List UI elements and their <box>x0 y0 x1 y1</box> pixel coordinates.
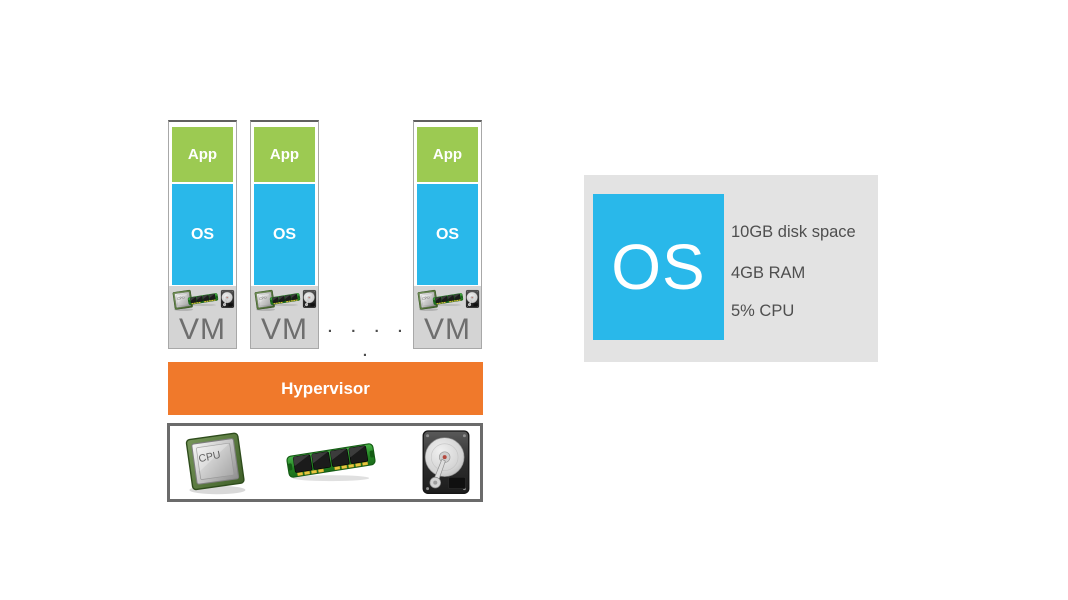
vm-hardware-icons <box>416 287 480 313</box>
vm-footer: VM <box>169 286 236 348</box>
ram-icon <box>187 291 219 307</box>
hdd-icon <box>302 289 317 309</box>
vm-footer: VM <box>414 286 481 348</box>
spec-cpu: 5% CPU <box>731 302 795 320</box>
hdd-icon <box>419 429 473 496</box>
vm-hardware-icons <box>253 287 317 313</box>
vm-label: VM <box>424 313 471 346</box>
ram-icon <box>284 437 378 484</box>
vm-column-1: App OS VM <box>168 120 237 349</box>
cpu-icon <box>178 427 254 497</box>
hdd-icon <box>465 289 480 309</box>
vm-footer: VM <box>251 286 318 348</box>
os-box: OS <box>172 184 233 285</box>
app-box: App <box>254 127 315 182</box>
os-requirements-panel: OS 10GB disk space 4GB RAM 5% CPU <box>584 175 878 362</box>
more-vms-ellipsis: . . . . . <box>327 319 405 360</box>
vm-column-2: App OS VM <box>250 120 319 349</box>
os-box: OS <box>254 184 315 285</box>
spec-disk-space: 10GB disk space <box>731 223 856 241</box>
os-box: OS <box>417 184 478 285</box>
vm-hardware-icons <box>171 287 235 313</box>
hdd-icon <box>220 289 235 309</box>
ram-icon <box>432 291 464 307</box>
os-tile: OS <box>593 194 724 340</box>
spec-ram: 4GB RAM <box>731 264 806 282</box>
physical-hardware-box <box>167 423 483 502</box>
vm-column-3: App OS VM <box>413 120 482 349</box>
vm-label: VM <box>179 313 226 346</box>
vm-label: VM <box>261 313 308 346</box>
ram-icon <box>269 291 301 307</box>
app-box: App <box>172 127 233 182</box>
hypervisor-bar: Hypervisor <box>168 362 483 415</box>
app-box: App <box>417 127 478 182</box>
